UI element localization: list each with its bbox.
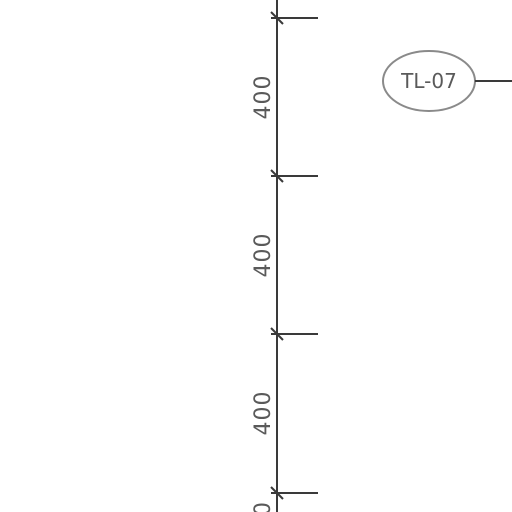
dimension-text-partial: 0 <box>251 501 276 512</box>
dimension-tick <box>270 486 284 500</box>
dimension-text: 400 <box>251 391 276 436</box>
dimension-tick <box>270 11 284 25</box>
dimension-text: 400 <box>251 233 276 278</box>
dimension-tick <box>270 327 284 341</box>
dimension-tick <box>270 169 284 183</box>
dimension-text: 400 <box>251 75 276 120</box>
tag-label: TL-07 <box>400 69 457 93</box>
